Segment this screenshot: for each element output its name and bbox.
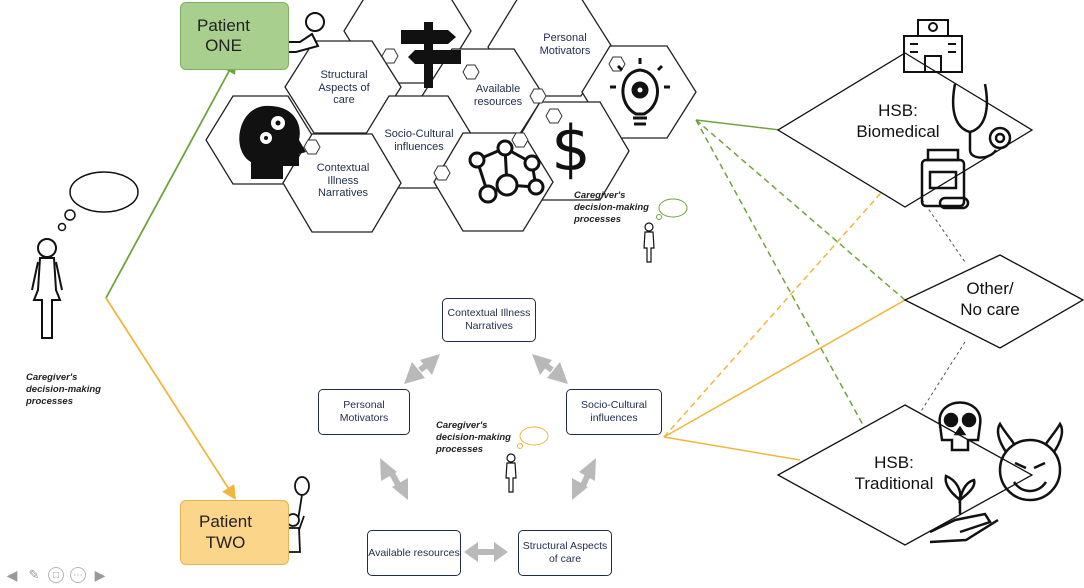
hsb-biomedical-diamond <box>776 52 1034 208</box>
skull-icon <box>938 401 982 452</box>
caregiver-icon <box>31 238 63 339</box>
pill-bottle-icon <box>920 148 970 210</box>
hospital-icon <box>903 19 963 73</box>
hsb-traditional-label: HSB: Traditional <box>854 453 934 494</box>
patient-one-line1: Patient <box>197 15 250 35</box>
thought-bubble-icon <box>517 426 549 449</box>
forward-icon[interactable]: ▶ <box>94 566 106 583</box>
hex-available-label: Available resources <box>473 83 523 108</box>
cycle-socio-box: Socio-Cultural influences <box>566 389 662 435</box>
caption-left: Caregiver's decision-making processes <box>26 372 101 407</box>
slide-toolbar: ◀ ✎ □ ⋯ ▶ <box>4 567 108 583</box>
signpost-icon <box>401 22 461 88</box>
patient-one-line2: ONE <box>205 36 242 55</box>
hex-personal-label: Personal Motivators <box>539 32 591 57</box>
patient-two-line1: Patient <box>199 512 252 532</box>
branch-to-patient-one <box>105 58 236 299</box>
yellow-line-other <box>663 299 906 438</box>
green-dashed-other <box>695 119 906 301</box>
hsb-biomedical-label: HSB: Biomedical <box>856 101 940 142</box>
slide-icon[interactable]: □ <box>48 567 64 583</box>
hsb-other-diamond <box>903 254 1084 349</box>
head-gears-icon <box>239 105 306 179</box>
pen-icon[interactable]: ✎ <box>28 567 40 582</box>
caregiver-icon <box>505 453 517 493</box>
yellow-line-traditional <box>663 436 801 461</box>
thought-bubble-icon <box>656 198 688 220</box>
yellow-dashed-biomedical <box>663 184 889 438</box>
dotted-link-bottom <box>917 341 966 417</box>
hex-contextual <box>282 133 402 233</box>
green-dashed-traditional <box>695 119 881 457</box>
more-icon[interactable]: ⋯ <box>70 567 86 583</box>
cycle-contextual-box: Contextual Illness Narratives <box>442 298 536 342</box>
green-line-biomedical <box>695 119 781 131</box>
patient-two-line2: TWO <box>205 532 246 552</box>
caption-mid: Caregiver's decision-making processes <box>436 420 511 455</box>
hex-socio-label: Socio-Cultural influences <box>384 128 454 153</box>
cycle-personal-box: Personal Motivators <box>318 389 410 435</box>
svg-text:$: $ <box>551 112 590 185</box>
hsb-other-label: Other/ No care <box>960 279 1020 320</box>
plant-hand-icon <box>929 474 999 544</box>
cycle-arrowheads <box>380 354 596 562</box>
branch-to-patient-two <box>105 297 236 501</box>
thought-bubble-icon <box>57 171 139 232</box>
caregiver-icon <box>643 222 655 263</box>
stethoscope-icon <box>951 83 1012 159</box>
hex-contextual-label: Contextual Illness Narratives <box>316 162 370 200</box>
back-icon[interactable]: ◀ <box>6 566 18 583</box>
devil-icon <box>996 421 1064 502</box>
dollar-icon: $ <box>551 112 590 185</box>
hex-structural-label: Structural Aspects of care <box>318 69 370 107</box>
lightbulb-gear-icon <box>610 58 670 126</box>
cycle-arrows <box>387 361 593 555</box>
network-icon <box>468 139 545 204</box>
cycle-structural-box: Structural Aspects of care <box>518 530 612 576</box>
caption-top: Caregiver's decision-making processes <box>574 190 649 225</box>
cycle-available-box: Available resources <box>367 530 461 576</box>
